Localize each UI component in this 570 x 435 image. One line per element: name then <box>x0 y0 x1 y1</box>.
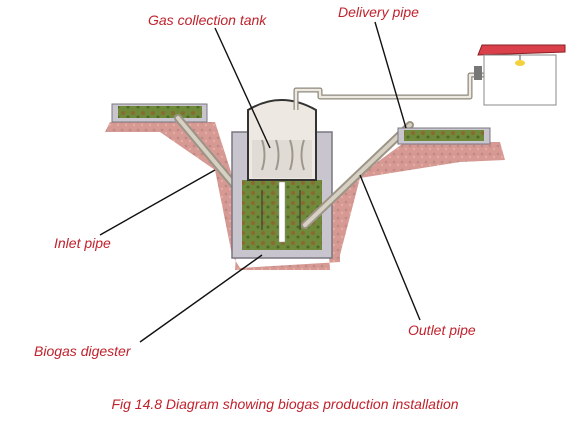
lamp-icon <box>515 60 525 66</box>
label-inlet-pipe: Inlet pipe <box>54 235 111 251</box>
inlet-tank <box>112 104 207 122</box>
delivery-pipe-shape <box>296 66 490 110</box>
leader-outlet-pipe <box>360 175 420 320</box>
house <box>478 45 565 105</box>
outlet-tank <box>398 128 490 144</box>
label-digester: Biogas digester <box>34 343 131 359</box>
label-outlet-pipe: Outlet pipe <box>408 322 476 338</box>
figure-caption: Fig 14.8 Diagram showing biogas producti… <box>0 396 570 412</box>
gas-tank-shape <box>248 100 316 180</box>
leader-digester <box>140 255 262 342</box>
leader-delivery-pipe <box>375 22 406 128</box>
label-delivery-pipe: Delivery pipe <box>338 4 419 20</box>
tap-icon <box>474 66 482 80</box>
label-gas-tank: Gas collection tank <box>148 12 266 28</box>
leader-inlet-pipe <box>100 170 215 235</box>
leader-gas-tank <box>215 28 270 148</box>
